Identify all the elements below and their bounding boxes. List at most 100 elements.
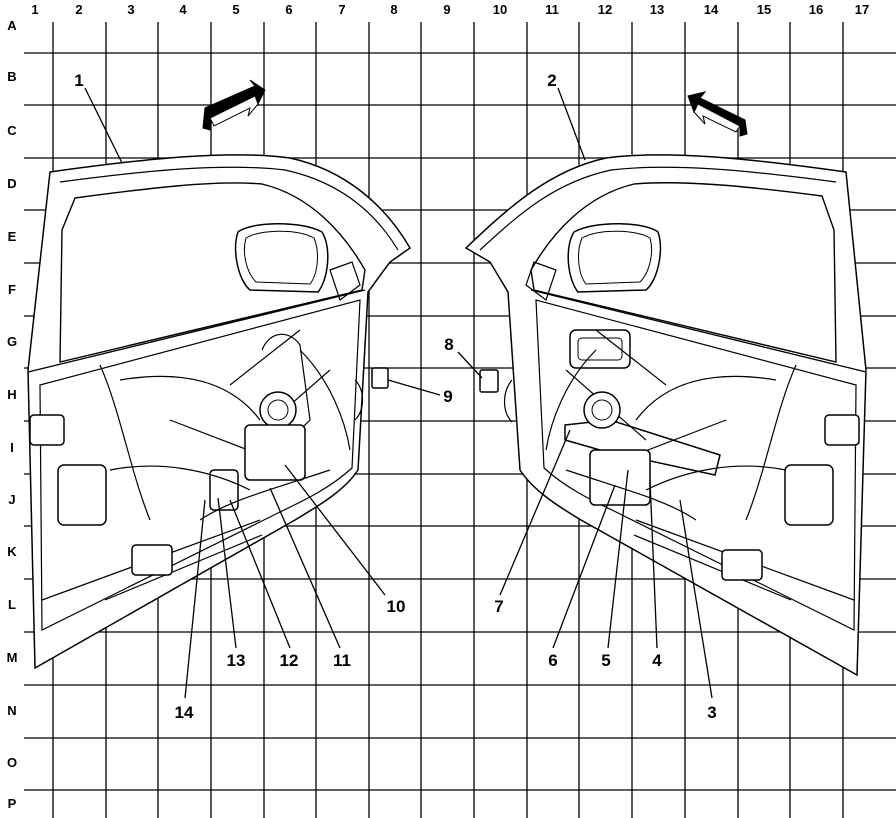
callout-label-6: 6: [548, 651, 557, 670]
grid-column-label: 16: [809, 2, 823, 17]
grid-column-labels: 1 2 3 4 5 6 7 8 9 10 11 12 13 14 15 16 1…: [31, 2, 869, 17]
grid-column-label: 6: [285, 2, 292, 17]
callout-leader-13: [217, 497, 237, 649]
right-check-link: [525, 261, 557, 301]
left-check-link: [329, 261, 361, 301]
callout-leader-11: [269, 487, 341, 649]
callout-label-4: 4: [652, 651, 662, 670]
left-door-assembly: [27, 79, 411, 670]
callout-leader-8: [457, 351, 483, 379]
grid-column-label: 11: [545, 2, 559, 17]
grid-row-label: P: [8, 796, 17, 811]
callout-label-9: 9: [443, 387, 452, 406]
callout-labels: 1 2 3 4 5 6 7 8 9 10 11 12 13 14: [74, 71, 716, 722]
grid-column-label: 9: [443, 2, 450, 17]
callout-leader-5: [607, 469, 629, 649]
callout-label-11: 11: [333, 651, 351, 670]
callout-label-8: 8: [444, 335, 453, 354]
callout-label-7: 7: [494, 597, 503, 616]
grid-column-label: 17: [855, 2, 869, 17]
right-lock-actuator: [784, 464, 834, 526]
left-belt-line: [27, 289, 366, 373]
grid-column-label: 13: [650, 2, 664, 17]
left-connector-block: [131, 544, 173, 576]
right-mirror-inner: [578, 230, 653, 285]
left-door-frame-inner: [59, 166, 399, 251]
grid-row-label: K: [7, 544, 17, 559]
callout-leader-lines: [84, 87, 713, 699]
right-harness-grommet: [503, 379, 513, 423]
callout-label-12: 12: [280, 651, 299, 670]
right-inside-handle-bezel: [577, 337, 623, 361]
left-mirror: [234, 223, 329, 293]
grid-row-label: M: [7, 650, 18, 665]
right-wiring-harness: [545, 349, 797, 521]
callout-label-13: 13: [227, 651, 246, 670]
grid-column-label: 8: [390, 2, 397, 17]
grid-column-label: 2: [75, 2, 82, 17]
left-lock-actuator: [57, 464, 107, 526]
callout-leader-9: [387, 379, 441, 396]
callout-leader-4: [649, 479, 658, 649]
left-mirror-inner: [243, 230, 318, 285]
right-inner-panel: [535, 299, 857, 631]
grid-column-label: 7: [338, 2, 345, 17]
right-door-assembly: [464, 91, 867, 677]
left-harness-grommet: [354, 379, 364, 421]
right-door-frame-inner: [479, 166, 837, 251]
grid-column-label: 3: [127, 2, 134, 17]
callout-leader-6: [552, 484, 616, 649]
grid-row-label: N: [7, 703, 16, 718]
callout-label-3: 3: [707, 703, 716, 722]
grid-row-label: H: [7, 387, 16, 402]
right-module: [589, 449, 651, 506]
left-regulator-motor: [259, 391, 297, 429]
right-window-opening: [530, 182, 837, 363]
grid-row-label: F: [8, 282, 16, 297]
right-connector-8: [479, 369, 499, 393]
grid-row-label: E: [8, 229, 17, 244]
callout-label-14: 14: [175, 703, 194, 722]
grid-column-label: 15: [757, 2, 771, 17]
callout-leader-1: [84, 87, 123, 164]
callout-label-2: 2: [547, 71, 556, 90]
right-belt-line: [530, 289, 867, 373]
grid-row-label: C: [7, 123, 17, 138]
right-mirror: [567, 223, 662, 293]
grid-row-label: J: [8, 492, 15, 507]
grid-row-label: D: [7, 176, 16, 191]
right-door-frame: [464, 154, 867, 677]
right-regulator-gear: [591, 399, 613, 421]
grid-row-label: L: [8, 597, 16, 612]
right-inside-handle: [569, 329, 631, 369]
callout-leader-3: [679, 499, 713, 699]
grid-row-label: B: [7, 69, 16, 84]
callout-leader-10: [284, 464, 386, 596]
left-regulator-gear: [267, 399, 289, 421]
grid-column-label: 5: [232, 2, 239, 17]
callout-leader-7: [499, 429, 571, 596]
grid-column-label: 14: [704, 2, 719, 17]
left-window-opening: [59, 182, 366, 363]
callout-leader-2: [557, 87, 586, 161]
grid-column-label: 10: [493, 2, 507, 17]
left-speaker-bracket: [209, 469, 239, 511]
callout-leader-14: [184, 499, 206, 699]
left-forward-arrow-face: [209, 95, 259, 127]
right-regulator-motor: [583, 391, 621, 429]
grid-row-label: G: [7, 334, 17, 349]
right-connector-block: [721, 549, 763, 581]
left-module: [244, 424, 306, 481]
callout-label-1: 1: [74, 71, 83, 90]
grid-column-label: 12: [598, 2, 612, 17]
right-latch: [824, 414, 860, 446]
grid-column-label: 4: [179, 2, 187, 17]
callout-label-10: 10: [387, 597, 406, 616]
callout-leader-12: [229, 499, 291, 649]
left-wiring-harness: [99, 349, 351, 521]
grid-row-label: I: [10, 440, 14, 455]
left-latch: [29, 414, 65, 446]
grid-row-labels: A B C D E F G H I J K L M N O P: [7, 18, 18, 811]
right-forward-arrow-face: [693, 103, 741, 133]
